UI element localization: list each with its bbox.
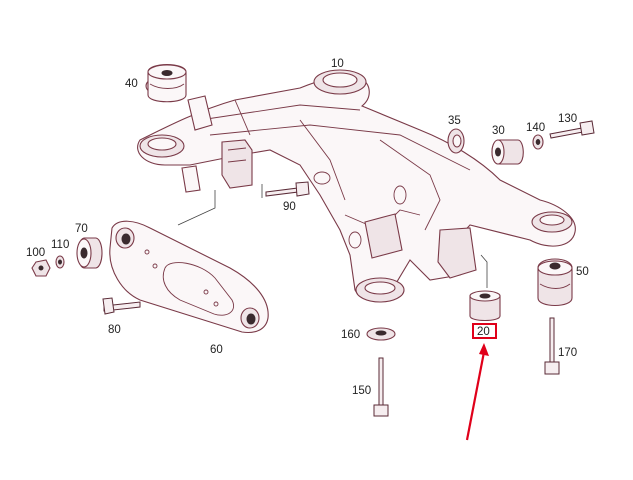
part-90-bolt[interactable] [261,181,310,198]
part-170-bolt[interactable] [544,317,560,375]
leader-60 [177,190,216,226]
part-70-bushing[interactable] [76,237,103,269]
label-60: 60 [210,344,223,356]
part-60-plate[interactable] [109,220,269,334]
label-10: 10 [331,58,344,70]
part-80-bolt[interactable] [102,297,141,315]
highlight-box-20 [472,323,497,339]
part-140-washer[interactable] [532,134,544,150]
part-30-bushing[interactable] [491,139,524,165]
label-70: 70 [75,223,88,235]
label-140: 140 [526,122,545,134]
highlight-arrow [465,343,489,441]
label-130: 130 [558,113,577,125]
part-40-mount[interactable] [145,63,187,103]
part-160-washer[interactable] [366,327,396,341]
label-35: 35 [448,115,461,127]
label-150: 150 [352,385,371,397]
label-170: 170 [558,347,577,359]
part-20-bushing[interactable] [469,290,501,322]
label-100: 100 [26,247,45,259]
label-50: 50 [576,266,589,278]
part-100-nut[interactable] [31,259,51,277]
part-50-mount[interactable] [537,258,573,307]
label-20: 20 [477,326,490,338]
part-35-washer[interactable] [447,128,465,154]
label-40: 40 [125,78,138,90]
label-30: 30 [492,125,505,137]
label-110: 110 [51,239,69,251]
part-110-washer[interactable] [55,255,65,269]
part-150-bolt[interactable] [373,357,389,417]
leader-20 [480,254,488,288]
label-160: 160 [341,329,360,341]
label-90: 90 [283,201,296,213]
label-80: 80 [108,324,121,336]
part-130-bolt[interactable] [549,120,595,139]
part-10-subframe[interactable] [137,69,576,303]
